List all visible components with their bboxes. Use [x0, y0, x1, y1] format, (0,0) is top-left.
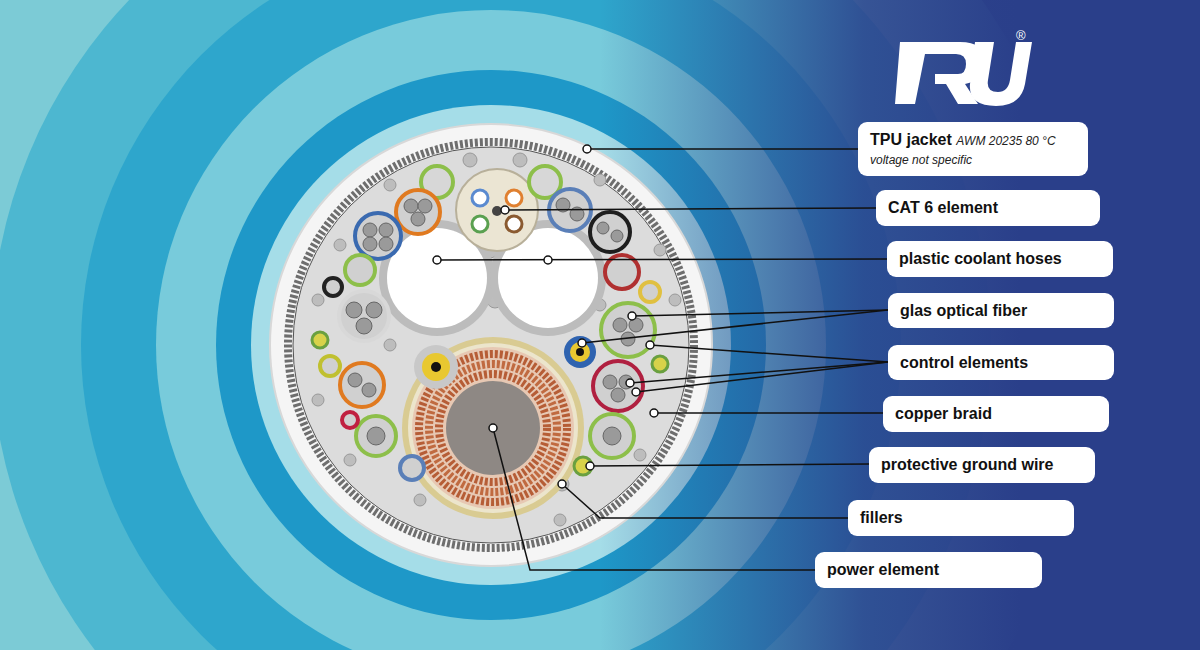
leader-dot — [578, 339, 586, 347]
label-heading: protective ground wire — [881, 456, 1083, 474]
label-heading: plastic coolant hoses — [899, 250, 1101, 268]
braid — [288, 142, 694, 548]
registered-mark: ® — [1016, 28, 1026, 43]
label-heading: power element — [827, 561, 1030, 579]
label-box: plastic coolant hoses — [887, 241, 1113, 277]
label-box: TPU jacket AWM 20235 80 °C voltage not sp… — [858, 122, 1088, 176]
label-box: glas optical fiber — [888, 293, 1114, 328]
ul-logo — [895, 42, 1032, 106]
core — [293, 147, 689, 543]
ground-wires — [312, 332, 668, 475]
label-heading: CAT 6 element — [888, 199, 1088, 217]
label-box: fillers — [848, 500, 1074, 536]
leader-line — [587, 148, 858, 150]
control-conductors — [346, 198, 643, 445]
control-elements — [320, 166, 660, 480]
leader-dot — [558, 480, 566, 488]
leader-dot — [626, 379, 634, 387]
label-heading: fillers — [860, 509, 1062, 527]
label-box: protective ground wire — [869, 447, 1095, 483]
leader-dot — [489, 424, 497, 432]
power-element — [402, 337, 584, 519]
label-box: copper braid — [883, 396, 1109, 432]
leader-line — [650, 345, 888, 362]
label-heading: TPU jacket — [870, 131, 952, 148]
leader-line — [505, 208, 876, 210]
leader-dot — [544, 256, 552, 264]
leader-dot — [433, 256, 441, 264]
leader-dot — [628, 312, 636, 320]
leader-dots — [433, 145, 658, 488]
leader-dot — [650, 409, 658, 417]
leader-line — [437, 259, 887, 260]
leader-line — [630, 362, 888, 383]
optical-fibers — [414, 336, 596, 389]
label-line: voltage not specific — [870, 151, 1076, 168]
leader-line — [582, 310, 888, 343]
leader-line — [632, 310, 888, 316]
leader-dot — [583, 145, 591, 153]
leader-line — [562, 484, 848, 518]
jacket — [270, 124, 712, 566]
leader-line — [636, 362, 888, 392]
label-note: voltage not specific — [870, 153, 972, 167]
leader-line — [654, 412, 883, 414]
leader-line — [590, 464, 869, 466]
leader-dot — [501, 206, 509, 214]
label-box: power element — [815, 552, 1042, 588]
logo-u — [970, 42, 1032, 106]
label-heading: glas optical fiber — [900, 302, 1102, 320]
leader-line — [493, 428, 815, 570]
cable — [270, 124, 712, 566]
leader-dot — [632, 388, 640, 396]
label-heading: control elements — [900, 354, 1102, 372]
leader-dot — [646, 341, 654, 349]
label-line: TPU jacket AWM 20235 80 °C — [870, 130, 1076, 151]
label-heading: copper braid — [895, 405, 1097, 423]
label-box: CAT 6 element — [876, 190, 1100, 226]
label-box: control elements — [888, 345, 1114, 380]
label-note: AWM 20235 80 °C — [956, 134, 1055, 148]
leader-dot — [586, 462, 594, 470]
leader-line-group — [437, 149, 888, 570]
